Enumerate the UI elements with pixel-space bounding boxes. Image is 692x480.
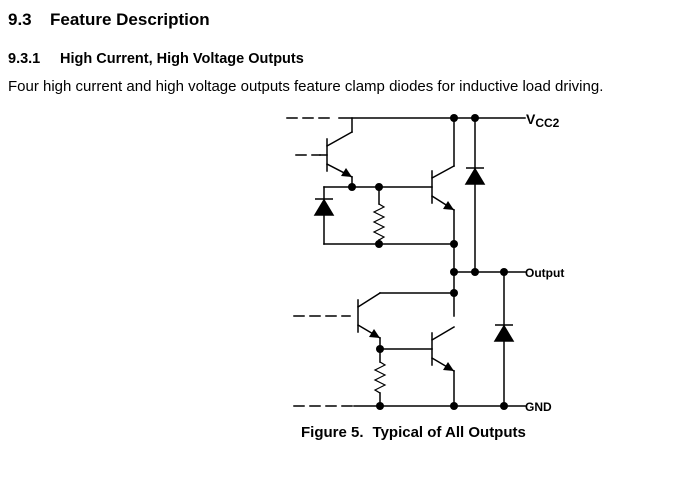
- junction-dot: [375, 183, 383, 191]
- upper-clamp-diode: [464, 167, 486, 185]
- figure-number: Figure 5.: [301, 424, 364, 441]
- junction-dot: [450, 402, 458, 410]
- q4-collector: [430, 325, 456, 342]
- junction-dot: [471, 268, 479, 276]
- q3-emitter-arrow: [369, 329, 380, 338]
- junction-dot: [450, 240, 458, 248]
- q1-emitter-arrow: [341, 168, 352, 177]
- section-number: 9.3: [8, 10, 32, 29]
- junction-dot: [450, 268, 458, 276]
- subsection-number: 9.3.1: [8, 51, 41, 67]
- section-heading: 9.3 Feature Description: [8, 10, 210, 30]
- vcc-label: VCC2: [526, 111, 560, 130]
- subsection-title: High Current, High Voltage Outputs: [60, 51, 304, 67]
- q2-emitter-arrow: [443, 201, 454, 210]
- q4-emitter-arrow: [443, 362, 454, 371]
- lower-clamp-diode: [493, 324, 515, 342]
- junction-dot: [376, 402, 384, 410]
- junction-dot: [500, 268, 508, 276]
- junction-dot: [348, 183, 356, 191]
- q2-collector: [430, 164, 456, 180]
- junction-dot: [450, 289, 458, 297]
- r2-resistor: [373, 361, 387, 394]
- description-paragraph: Four high current and high voltage outpu…: [8, 78, 604, 95]
- q1-collector: [325, 130, 354, 148]
- section-title: Feature Description: [50, 10, 210, 29]
- figure-caption: Figure 5. Typical of All Outputs: [301, 424, 526, 441]
- junction-dot: [375, 240, 383, 248]
- output-label: Output: [525, 266, 564, 280]
- gnd-label: GND: [525, 400, 552, 414]
- junction-dot: [450, 114, 458, 122]
- figure-caption-text: Typical of All Outputs: [372, 424, 526, 441]
- r1-resistor: [372, 203, 386, 241]
- q3-collector: [356, 291, 382, 309]
- junction-dot: [376, 345, 384, 353]
- junction-dot: [471, 114, 479, 122]
- left-diode: [313, 198, 335, 216]
- subsection-heading: 9.3.1 High Current, High Voltage Outputs: [8, 51, 304, 67]
- junction-dot: [500, 402, 508, 410]
